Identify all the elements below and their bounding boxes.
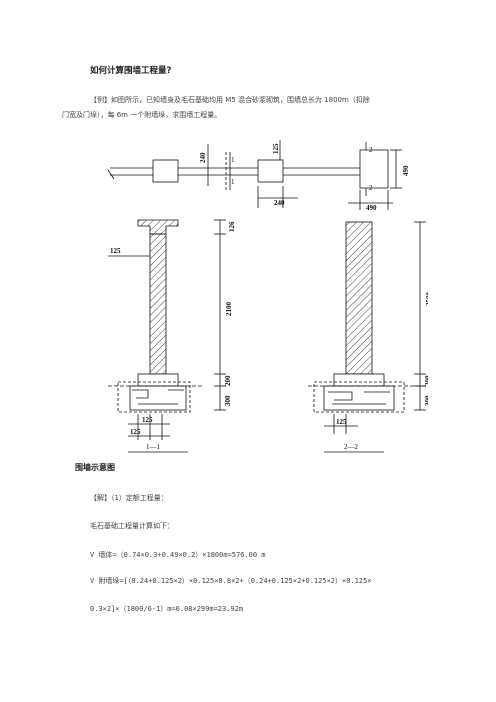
- plan-view: [108, 140, 402, 210]
- formula-line-2: V 附墙垛=[（0.24+0.125×2）×0.125×0.8×2+（0.24+…: [90, 577, 372, 585]
- sec2-label: 2—2: [344, 443, 359, 451]
- sec1-dim-300: 300: [224, 395, 232, 406]
- sec1-dim-125-top: 125: [110, 247, 121, 255]
- solution-heading: 【解】（1）定额工程量：: [90, 494, 168, 502]
- sec2-dim-125: 125: [336, 418, 347, 426]
- example-paragraph: 【例】如图所示，已知墙身及毛石基础均用 M5 混合砂浆砌筑，围墙总长为 1800…: [62, 93, 442, 123]
- example-line-2: 门宽及门垛），每 6m 一个附墙垛，求围墙工程量。: [62, 111, 222, 119]
- figure-caption: 围墙示意图: [75, 463, 115, 472]
- plan-mark-1-top: 1: [231, 156, 235, 164]
- plan-dim-240-left: 240: [199, 152, 207, 163]
- plan-dim-125: 125: [272, 143, 280, 154]
- formula-line-1: V 墙体=（0.74×0.3+0.49×0.2）×1800m=576.00 m: [90, 551, 266, 559]
- sec1-dim-126: 126: [228, 221, 236, 232]
- sec2-dim-300: 300: [424, 395, 428, 406]
- plan-mark-2-bottom: 2: [369, 184, 373, 192]
- sec1-label: 1—1: [146, 443, 161, 451]
- plan-mark-2-top: 2: [369, 146, 373, 154]
- sec1-dim-125-b: 125: [130, 428, 141, 436]
- sec2-dim-2500: 2500: [425, 292, 428, 307]
- example-line-1: 【例】如图所示，已知墙身及毛石基础均用 M5 混合砂浆砌筑，围墙总长为 1800…: [90, 96, 370, 104]
- plan-dim-240-bottom: 240: [274, 199, 285, 207]
- plan-dim-490-right: 490: [402, 165, 410, 176]
- page-title: 如何计算围墙工程量?: [90, 66, 172, 76]
- sec1-dim-200: 200: [224, 375, 232, 386]
- section-1-1: [108, 219, 226, 453]
- plan-mark-1-bottom: 1: [231, 178, 235, 186]
- plan-dim-490-bottom: 490: [366, 204, 377, 212]
- sec1-dim-2100: 2100: [225, 302, 233, 317]
- sec2-dim-200: 200: [424, 375, 428, 386]
- formula-line-3: 0.3×2]×（1800/6-1）m=0.08×299m=23.92m: [90, 605, 244, 613]
- section-2-2: [308, 221, 428, 453]
- sec1-dim-125-a: 125: [142, 416, 153, 424]
- calc-subheading: 毛石基础工程量计算如下：: [90, 522, 174, 530]
- wall-diagram: 240 125 240 490 490 1 1 2 2 126: [108, 140, 428, 453]
